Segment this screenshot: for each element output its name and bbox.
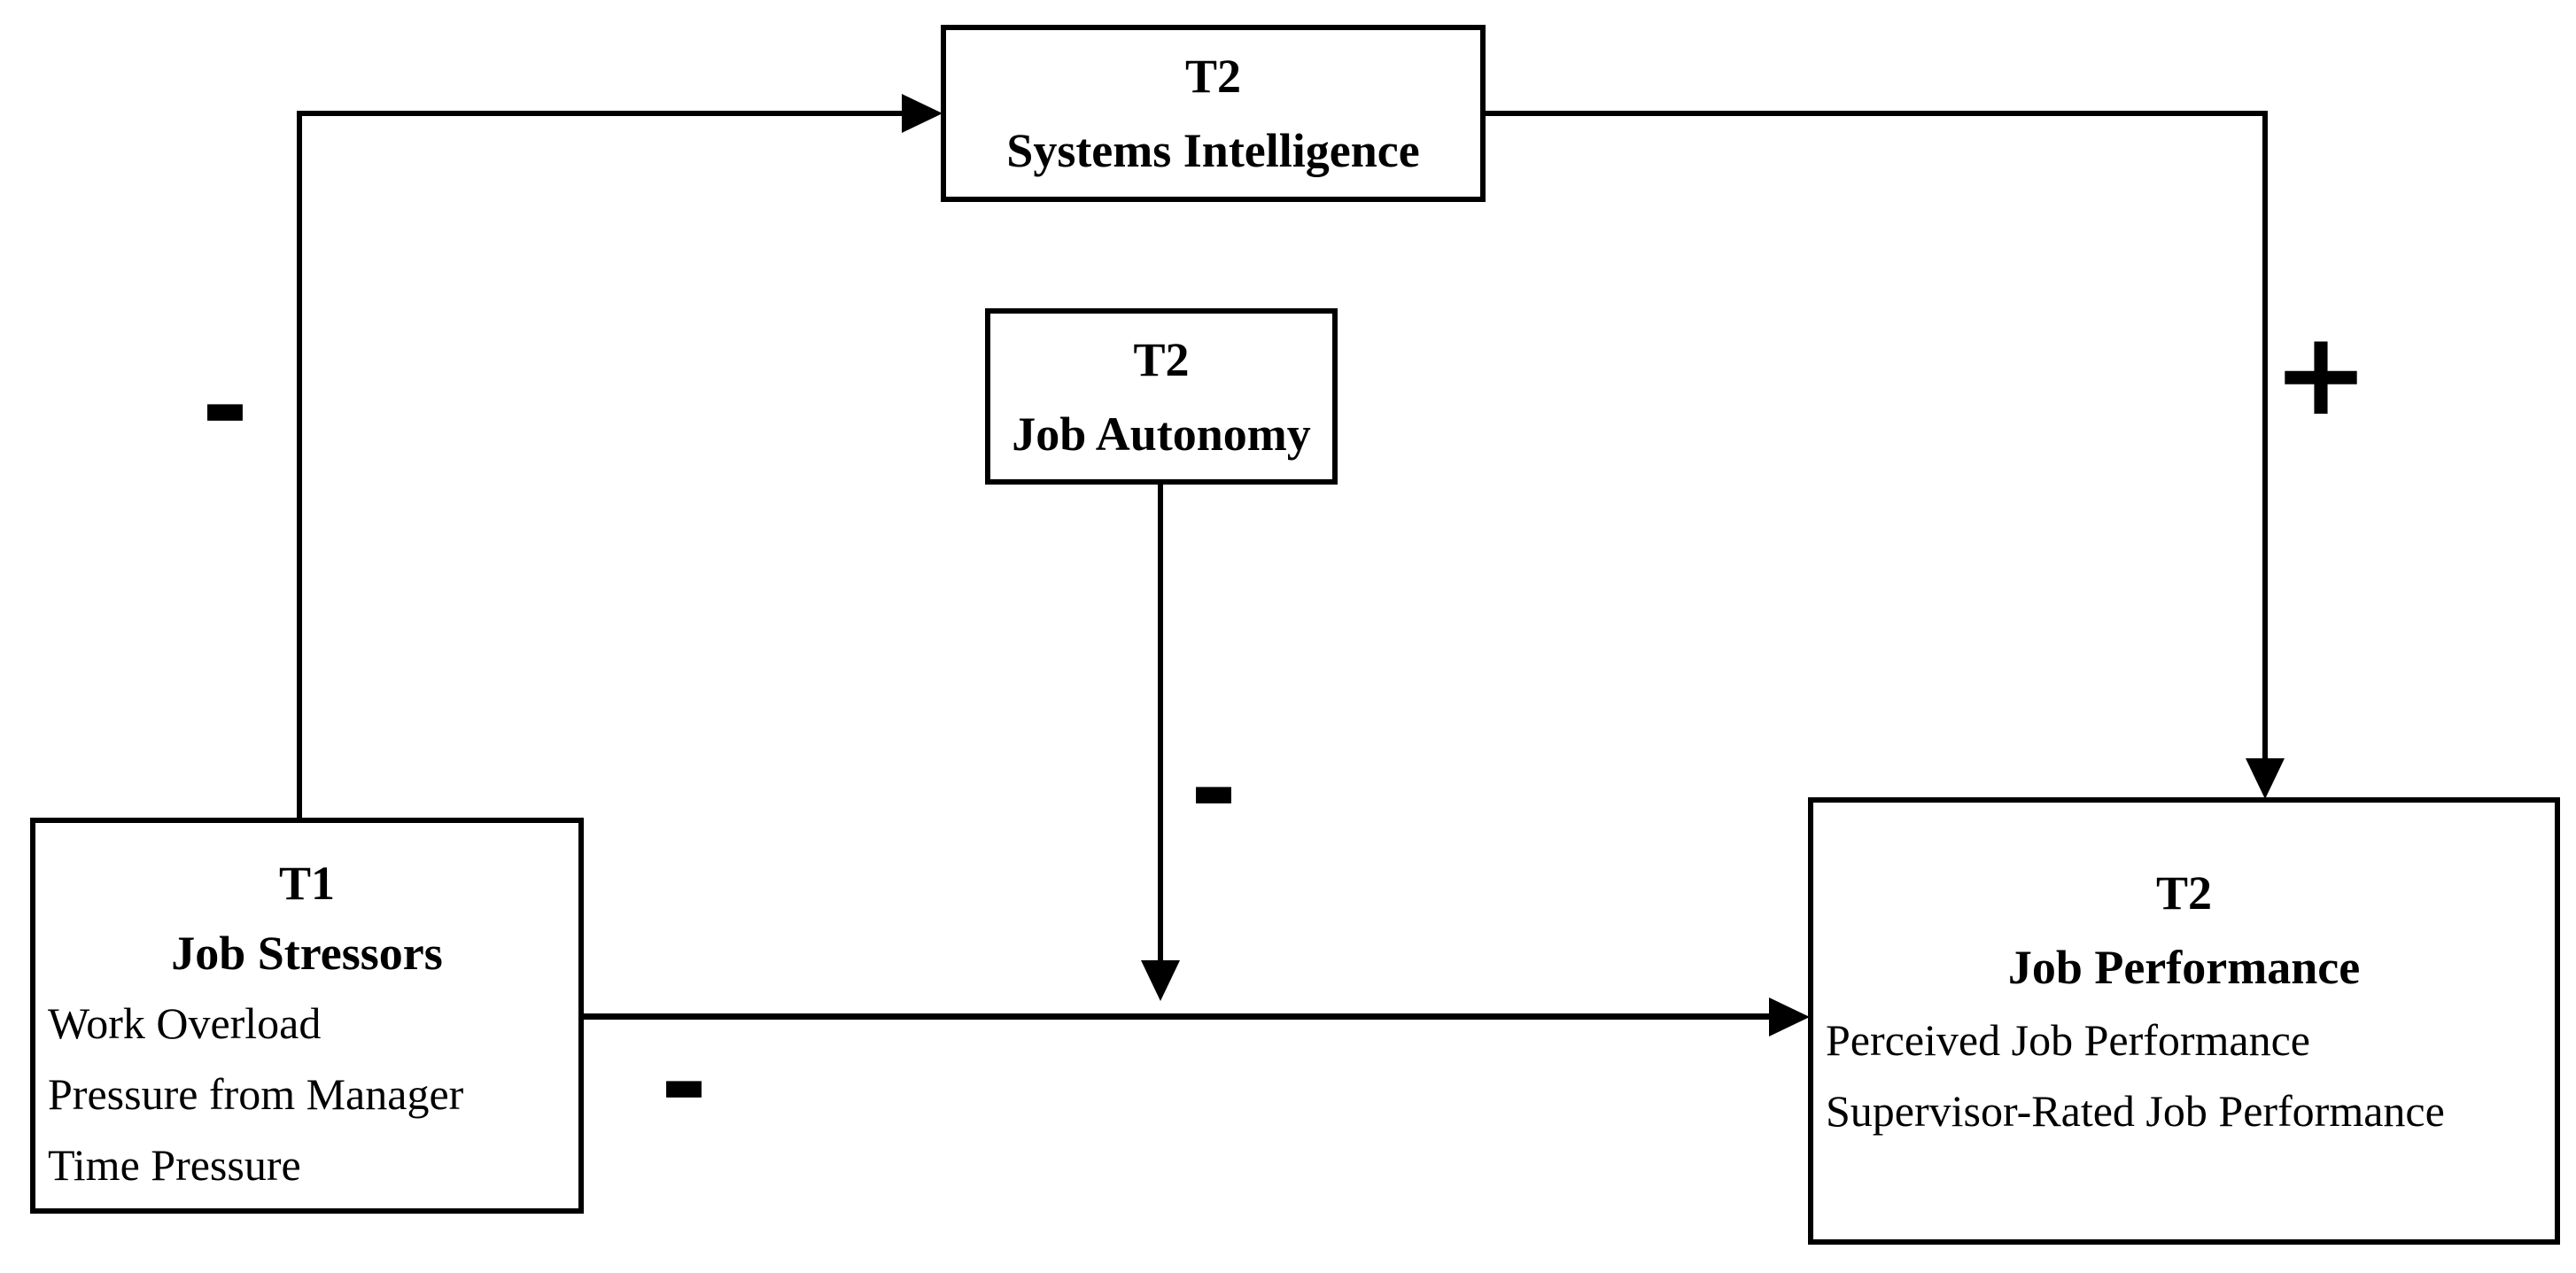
edge-si-to-performance-horizontal-line	[1486, 111, 2268, 116]
node-indicator: Perceived Job Performance	[1826, 1015, 2310, 1065]
node-indicator: Work Overload	[48, 998, 322, 1048]
node-indicator: Supervisor-Rated Job Performance	[1826, 1086, 2445, 1136]
edge-si-to-performance-vertical-line	[2262, 111, 2268, 764]
edge-autonomy-moderation-line	[1158, 485, 1163, 960]
node-job-autonomy: T2 Job Autonomy	[985, 308, 1338, 485]
node-systems-intelligence: T2 Systems Intelligence	[941, 25, 1486, 202]
node-title: Job Stressors	[171, 926, 443, 980]
arrowhead-down-icon	[1141, 960, 1180, 1001]
node-job-stressors: T1 Job Stressors Work Overload Pressure …	[30, 818, 584, 1214]
edge-stressors-to-si-horizontal-line	[297, 111, 902, 116]
node-indicator: Pressure from Manager	[48, 1069, 464, 1119]
edge-stressors-to-performance-line	[584, 1013, 1769, 1020]
edge-stressors-to-si-vertical-line	[297, 111, 302, 820]
arrowhead-down-icon	[2246, 758, 2285, 799]
node-time-tag: T2	[2155, 866, 2213, 920]
arrowhead-right-icon	[1769, 997, 1810, 1036]
edge-si-to-performance-sign-label: +	[2272, 307, 2370, 441]
edge-stressors-to-performance-sign-label: -	[660, 1015, 708, 1150]
edge-stressors-to-si-sign-label: -	[201, 338, 249, 473]
edge-autonomy-moderation-sign-label: -	[1190, 721, 1238, 856]
node-indicator: Time Pressure	[48, 1140, 301, 1190]
node-title: Systems Intelligence	[1006, 124, 1420, 177]
node-title: Job Autonomy	[1012, 407, 1311, 461]
node-time-tag: T2	[1133, 332, 1190, 386]
node-job-performance: T2 Job Performance Perceived Job Perform…	[1808, 797, 2560, 1245]
node-time-tag: T1	[278, 856, 336, 910]
node-title: Job Performance	[2007, 941, 2361, 994]
arrowhead-right-icon	[902, 94, 943, 133]
node-time-tag: T2	[1184, 50, 1242, 103]
